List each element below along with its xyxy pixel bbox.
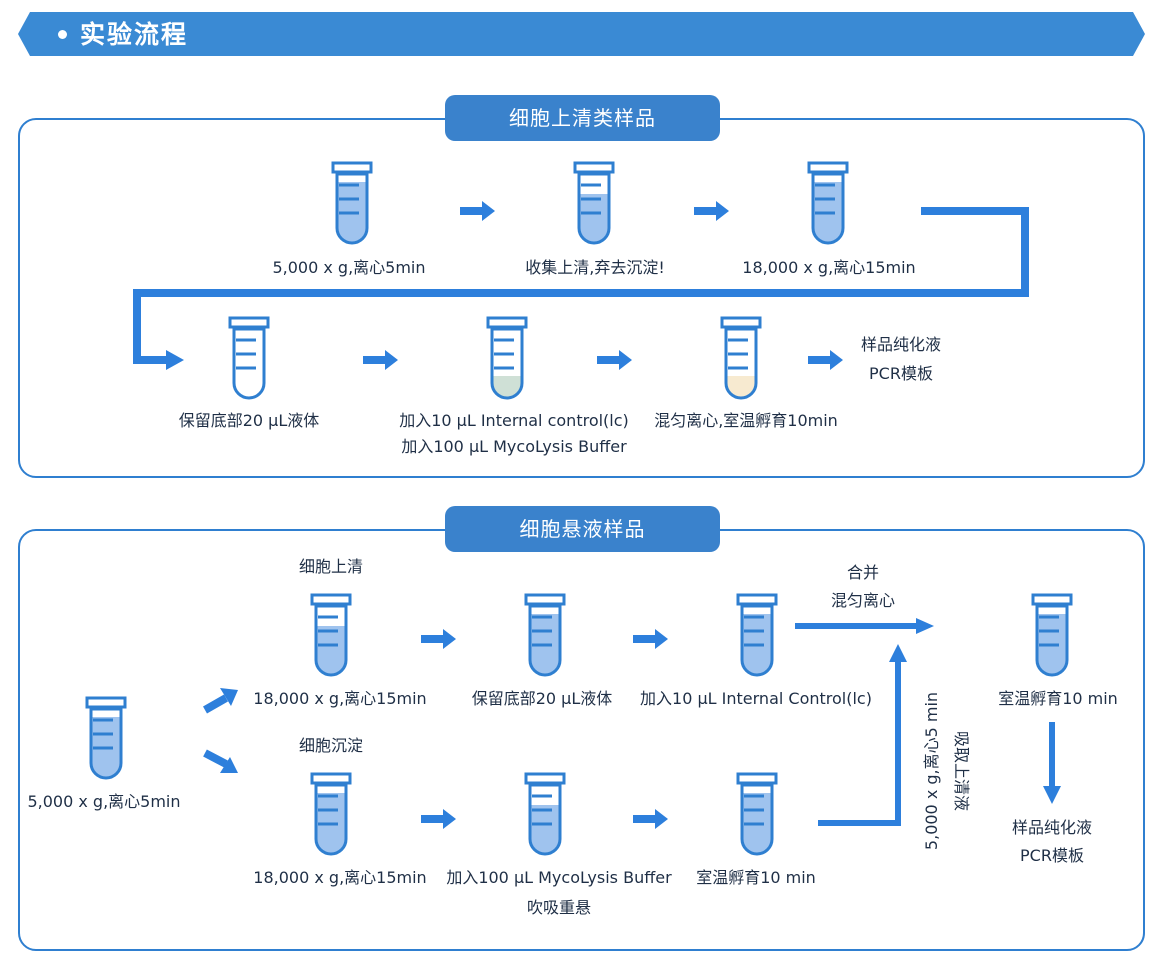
right-arrow-icon [421,629,456,649]
right-arrow-icon [633,629,668,649]
vertical-label: 吸取上清液 [952,730,971,812]
test-tube-icon [736,772,778,856]
right-arrow-icon [597,350,632,370]
merge-label: 混匀离心 [830,591,896,610]
connector-line [818,660,901,826]
suspension-section-title: 细胞悬液样品 [445,506,720,552]
test-tube-icon [85,696,127,780]
step-label: 混匀离心,室温孵育10min [654,411,838,430]
right-arrow-icon [633,809,668,829]
result-label: PCR模板 [1020,846,1084,865]
branch-title: 细胞上清 [298,557,364,576]
merge-label: 合并 [846,563,880,582]
step-label: 室温孵育10 min [696,868,816,887]
supernatant-section-title: 细胞上清类样品 [445,95,720,141]
test-tube-icon [720,316,762,400]
test-tube-icon [331,161,373,245]
step-label: 18,000 x g,离心15min [253,689,427,708]
result-label: 样品纯化液 [1011,818,1093,837]
step-label: 18,000 x g,离心15min [742,258,916,277]
step-label: 加入10 μL Internal Control(lc) [640,689,872,708]
right-arrow-icon [460,201,495,221]
step-label: 收集上清,弃去沉淀! [525,258,665,277]
right-arrow-icon [363,350,398,370]
diagonal-arrow-icon [220,757,238,773]
right-arrow-icon [694,201,729,221]
connector-line [203,749,228,768]
step-label: 吹吸重悬 [526,898,592,917]
test-tube-icon [736,593,778,677]
test-tube-icon [524,772,566,856]
step-label: 5,000 x g,离心5min [272,258,426,277]
up-arrow-icon [889,644,907,662]
connector-line [203,694,228,714]
test-tube-icon [524,593,566,677]
step-label: 加入10 μL Internal control(lc) [399,411,629,430]
right-arrow-icon [421,809,456,829]
test-tube-icon [228,316,270,400]
test-tube-icon [310,772,352,856]
vertical-label: 5,000 x g,离心5 min [922,691,941,851]
result-label: PCR模板 [869,364,933,383]
suspension-panel [18,529,1145,951]
step-label: 保留底部20 μL液体 [178,411,320,430]
step-label: 加入100 μL MycoLysis Buffer [401,437,627,456]
step-label: 保留底部20 μL液体 [471,689,613,708]
branch-title: 细胞沉淀 [298,736,364,755]
step-label: 18,000 x g,离心15min [253,868,427,887]
test-tube-icon [573,161,615,245]
diagonal-arrow-icon [220,688,238,706]
bullet-icon [58,30,67,39]
right-arrow-icon [916,618,934,634]
step-label: 5,000 x g,离心5min [27,792,181,811]
test-tube-icon [807,161,849,245]
result-label: 样品纯化液 [860,335,942,354]
step-label: 加入100 μL MycoLysis Buffer [446,868,672,887]
header-banner [18,12,1145,56]
down-arrow-icon [1043,786,1061,804]
step-label: 室温孵育10 min [998,689,1118,708]
test-tube-icon [1031,593,1073,677]
right-arrow-icon [166,350,184,370]
test-tube-icon [310,593,352,677]
right-arrow-icon [808,350,843,370]
connector-line [133,207,1029,364]
page-title: 实验流程 [80,20,189,49]
test-tube-icon [486,316,528,400]
